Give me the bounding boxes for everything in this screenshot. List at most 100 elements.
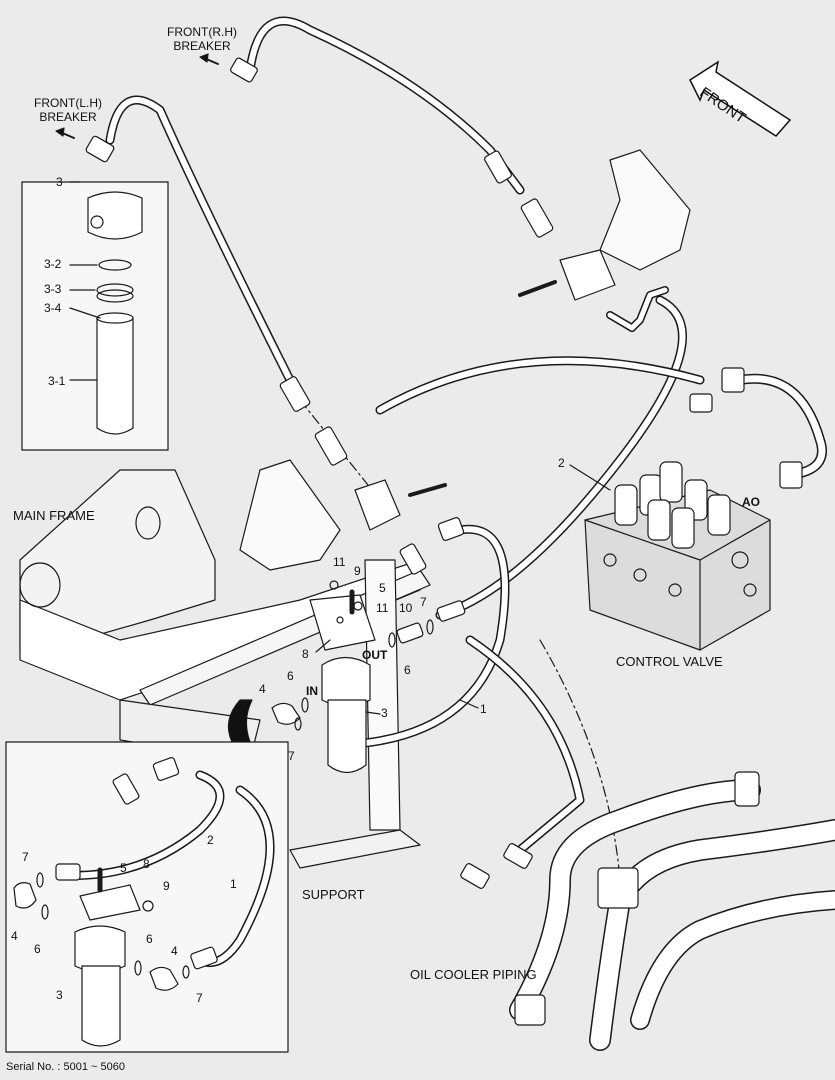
washer-11 bbox=[353, 601, 363, 611]
fitting-10 bbox=[396, 622, 424, 644]
pn-main-9: 9 bbox=[354, 564, 361, 578]
detail-oring-3-2 bbox=[98, 259, 132, 271]
pn-inset-9: 9 bbox=[163, 879, 170, 893]
pn-main-11b: 11 bbox=[376, 601, 389, 615]
leader-2 bbox=[569, 464, 611, 491]
inset-bolt-9 bbox=[142, 900, 154, 912]
label-front-lh: FRONT(L.H) BREAKER bbox=[18, 96, 118, 124]
pn-inset-3: 3 bbox=[56, 988, 63, 1002]
inset-fitting-bottom bbox=[190, 946, 218, 970]
label-support: SUPPORT bbox=[302, 887, 365, 902]
pn-main-7b: 7 bbox=[288, 749, 295, 763]
label-ao: AO bbox=[742, 495, 760, 509]
oring-6b bbox=[301, 697, 309, 713]
oil-cooler-flange-1 bbox=[734, 771, 760, 807]
pn-3-3: 3-3 bbox=[44, 282, 62, 296]
pn-inset-6a: 6 bbox=[34, 942, 41, 956]
fitting-lh-1 bbox=[85, 135, 115, 163]
label-front-rh: FRONT(R.H) BREAKER bbox=[152, 25, 252, 53]
leader-1 bbox=[459, 699, 479, 709]
detail-element-3-1 bbox=[96, 317, 134, 435]
pn-inset-1: 1 bbox=[230, 877, 237, 891]
pn-inset-6b: 6 bbox=[146, 932, 153, 946]
hidden-line-a bbox=[539, 639, 621, 881]
support-foot bbox=[289, 829, 421, 869]
cv-flange-top bbox=[721, 367, 745, 393]
pn-inset-7b: 7 bbox=[196, 991, 203, 1005]
pn-3-2: 3-2 bbox=[44, 257, 62, 271]
pn-inset-5: 5 bbox=[120, 861, 127, 875]
filter-3-bowl bbox=[327, 699, 367, 774]
detail-oring-3-3b bbox=[96, 289, 134, 303]
pn-main-11a: 11 bbox=[333, 555, 346, 569]
pn-inset-2: 2 bbox=[207, 833, 214, 847]
inset-elbow-4b bbox=[149, 966, 179, 991]
inset-elbow-4a bbox=[13, 882, 37, 909]
main-frame-boss bbox=[19, 562, 61, 608]
pn-inset-4b: 4 bbox=[171, 944, 178, 958]
label-oil-cooler-piping: OIL COOLER PIPING bbox=[410, 967, 537, 982]
fitting-rh-2 bbox=[484, 150, 512, 184]
filter-3-head bbox=[321, 656, 371, 707]
pn-main-6b: 6 bbox=[287, 669, 294, 683]
inset-fitting-left bbox=[55, 863, 81, 881]
fitting-out-hose bbox=[436, 600, 466, 622]
inset-fitting-top-2 bbox=[152, 757, 180, 781]
oring-7a bbox=[426, 619, 434, 635]
inset-filter-bowl bbox=[81, 965, 121, 1047]
pn-3-4: 3-4 bbox=[44, 301, 62, 315]
washer-11b bbox=[329, 580, 339, 590]
upper-valve-block bbox=[559, 249, 616, 301]
upper-bolt bbox=[518, 280, 557, 297]
detail-filter-head bbox=[87, 191, 143, 240]
oil-cooler-fitting bbox=[460, 863, 490, 889]
leader-8 bbox=[315, 639, 331, 653]
pn-main-4: 4 bbox=[259, 682, 266, 696]
label-out: OUT bbox=[362, 648, 388, 662]
label-in: IN bbox=[306, 684, 318, 698]
leader-3 bbox=[365, 711, 381, 715]
pn-main-1: 1 bbox=[480, 702, 487, 716]
top-elbow bbox=[437, 517, 465, 541]
pn-main-8: 8 bbox=[302, 647, 309, 661]
pn-main-6a: 6 bbox=[404, 663, 411, 677]
mid-bracket bbox=[239, 459, 341, 571]
fitting-lh-3 bbox=[314, 426, 348, 466]
label-front-lh-sub: BREAKER bbox=[39, 110, 97, 124]
control-valve-spools bbox=[614, 461, 731, 549]
front-arrow-shape bbox=[689, 60, 792, 137]
pn-main-10: 10 bbox=[399, 601, 413, 615]
pn-main-5: 5 bbox=[379, 581, 386, 595]
oil-cooler-block bbox=[597, 867, 639, 909]
hose-front-rh bbox=[245, 16, 525, 195]
ao-flange bbox=[779, 461, 803, 489]
pn-inset-4a: 4 bbox=[11, 929, 18, 943]
pipe-ao bbox=[735, 373, 827, 480]
inset-oring-7a bbox=[36, 872, 44, 888]
inset-oring-7b bbox=[182, 965, 190, 979]
oring-6a bbox=[388, 632, 396, 648]
detail-oring-3-3 bbox=[96, 283, 134, 297]
oil-cooler-fitting-2 bbox=[503, 843, 533, 869]
fitting-rh-1 bbox=[230, 57, 258, 83]
fitting-lh-2 bbox=[279, 376, 311, 412]
inset-oring-6a bbox=[41, 904, 49, 920]
fitting-rh-3 bbox=[520, 198, 554, 238]
pn-main-7a: 7 bbox=[420, 595, 427, 609]
label-front-rh-title: FRONT(R.H) bbox=[167, 25, 237, 39]
upper-bracket bbox=[599, 149, 691, 271]
main-frame-plate bbox=[19, 559, 421, 701]
label-serial: Serial No. : 5001 ~ 5060 bbox=[6, 1061, 125, 1073]
inset-filter-head bbox=[74, 925, 126, 973]
pn-filter-box-title: 3 bbox=[56, 175, 63, 189]
label-control-valve: CONTROL VALVE bbox=[616, 654, 723, 669]
mid-bolt bbox=[408, 483, 447, 497]
pn-main-3: 3 bbox=[381, 706, 388, 720]
mid-fitting bbox=[399, 543, 427, 575]
inset-bracket-8 bbox=[79, 884, 141, 921]
inset-oring-6b bbox=[134, 960, 142, 976]
label-front-lh-title: FRONT(L.H) bbox=[34, 96, 102, 110]
oil-cooler-flange-2 bbox=[514, 994, 546, 1026]
label-front-rh-sub: BREAKER bbox=[173, 39, 231, 53]
